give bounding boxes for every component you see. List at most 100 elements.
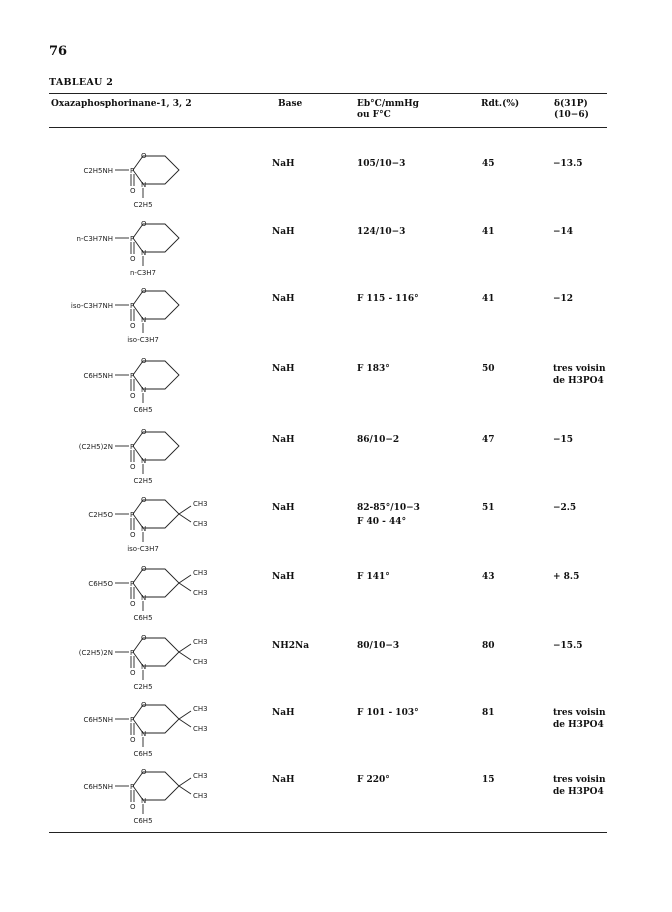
base-cell-line: NaH [272, 159, 295, 169]
p31-shift-cell-line: tres voisin [553, 364, 606, 374]
phosphoryl-oxygen-atom: O [130, 669, 136, 677]
ring-bond [132, 290, 180, 320]
boiling-point-cell-line: 82-85°/10−3 [357, 503, 420, 513]
ring-oxygen-atom: O [141, 357, 147, 365]
p31-shift-cell: −15.5 [553, 640, 582, 652]
ring-bond [132, 431, 180, 461]
p31-shift-cell: −2.5 [553, 502, 576, 514]
ring-bond [132, 155, 180, 185]
p31-shift-cell-line: −2.5 [553, 503, 577, 513]
nitrogen-substituent: C6H5 [133, 614, 152, 622]
methyl-bond-1 [178, 505, 192, 515]
boiling-point-cell-line: 124/10−3 [357, 227, 406, 237]
page-number: 76 [49, 44, 68, 59]
exocyclic-substituent: C6H5O [88, 580, 113, 588]
ring-nitrogen-atom: N [141, 525, 146, 533]
yield-cell: 41 [482, 293, 495, 305]
boiling-point-cell-line: F 220° [357, 775, 390, 785]
ring-bond [132, 771, 180, 801]
ring-bond [132, 568, 180, 598]
header-bp-line1: Eb°C/mmHg [357, 99, 419, 109]
ring-bond [132, 704, 180, 734]
ring-methyl-substituent: CH3 [193, 658, 208, 666]
nitrogen-substituent: C6H5 [133, 817, 152, 825]
phosphoryl-oxygen-atom: O [130, 803, 136, 811]
p31-shift-cell-line: −15 [553, 435, 574, 445]
ring-bond [132, 637, 180, 667]
boiling-point-cell: F 220° [357, 774, 390, 788]
yield-cell-line: 47 [482, 435, 495, 445]
base-cell-line: NaH [272, 775, 295, 785]
ring-methyl-substituent: CH3 [193, 792, 208, 800]
header-bottom-rule [49, 127, 607, 128]
p31-shift-cell-line: −15.5 [553, 641, 583, 651]
boiling-point-cell-line: F 40 - 44° [357, 517, 407, 527]
boiling-point-cell: F 101 - 103° [357, 707, 419, 721]
header-base: Base [278, 99, 303, 109]
boiling-point-cell-line: 105/10−3 [357, 159, 406, 169]
ring-methyl-substituent: CH3 [193, 772, 208, 780]
p31-shift-cell-line: de H3PO4 [553, 376, 604, 386]
yield-cell: 45 [482, 158, 495, 170]
exocyclic-substituent: (C2H5)2N [79, 649, 113, 657]
methyl-bond-1 [178, 710, 192, 720]
ring-oxygen-atom: O [141, 496, 147, 504]
p31-shift-cell-line: −12 [553, 294, 574, 304]
yield-cell: 41 [482, 226, 495, 238]
table-top-rule [49, 93, 607, 94]
exocyclic-substituent: (C2H5)2N [79, 443, 113, 451]
p31-shift-cell-line: de H3PO4 [553, 787, 604, 797]
nitrogen-substituent: C6H5 [133, 406, 152, 414]
boiling-point-cell-line: 80/10−3 [357, 641, 400, 651]
header-bp-line2: ou F°C [357, 110, 391, 120]
phosphoryl-oxygen-atom: O [130, 600, 136, 608]
p31-shift-cell-line: −13.5 [553, 159, 583, 169]
yield-cell: 80 [482, 640, 495, 652]
phosphoryl-oxygen-atom: O [130, 187, 136, 195]
ring-bond [132, 360, 180, 390]
boiling-point-cell-line: F 183° [357, 364, 390, 374]
nitrogen-substituent: n-C3H7 [130, 269, 156, 277]
base-cell-line: NaH [272, 435, 295, 445]
base-cell-line: NaH [272, 708, 295, 718]
yield-cell: 51 [482, 502, 495, 514]
header-boiling-point: Eb°C/mmHg ou F°C [357, 99, 419, 121]
yield-cell-line: 51 [482, 503, 495, 513]
p31-shift-cell: tres voisin de H3PO4 [553, 363, 606, 387]
yield-cell-line: 45 [482, 159, 495, 169]
phosphoryl-oxygen-atom: O [130, 392, 136, 400]
phosphoryl-oxygen-atom: O [130, 463, 136, 471]
header-compound: Oxazaphosphorinane-1, 3, 2 [51, 99, 192, 109]
phosphorus-atom: P [130, 167, 134, 175]
yield-cell-line: 43 [482, 572, 495, 582]
ring-bond [132, 499, 180, 529]
base-cell: NaH [272, 226, 295, 238]
methyl-bond-2 [178, 651, 192, 661]
exocyclic-substituent: C6H5NH [83, 716, 113, 724]
nitrogen-substituent: iso-C3H7 [127, 336, 159, 344]
p31-shift-cell-line: de H3PO4 [553, 720, 604, 730]
ring-nitrogen-atom: N [141, 797, 146, 805]
methyl-bond-2 [178, 582, 192, 592]
yield-cell: 47 [482, 434, 495, 446]
phosphoryl-oxygen-atom: O [130, 531, 136, 539]
ring-nitrogen-atom: N [141, 730, 146, 738]
p31-shift-cell: −12 [553, 293, 573, 305]
phosphorus-atom: P [130, 443, 134, 451]
yield-cell: 81 [482, 707, 495, 719]
ring-nitrogen-atom: N [141, 249, 146, 257]
boiling-point-cell-line: 86/10−2 [357, 435, 400, 445]
